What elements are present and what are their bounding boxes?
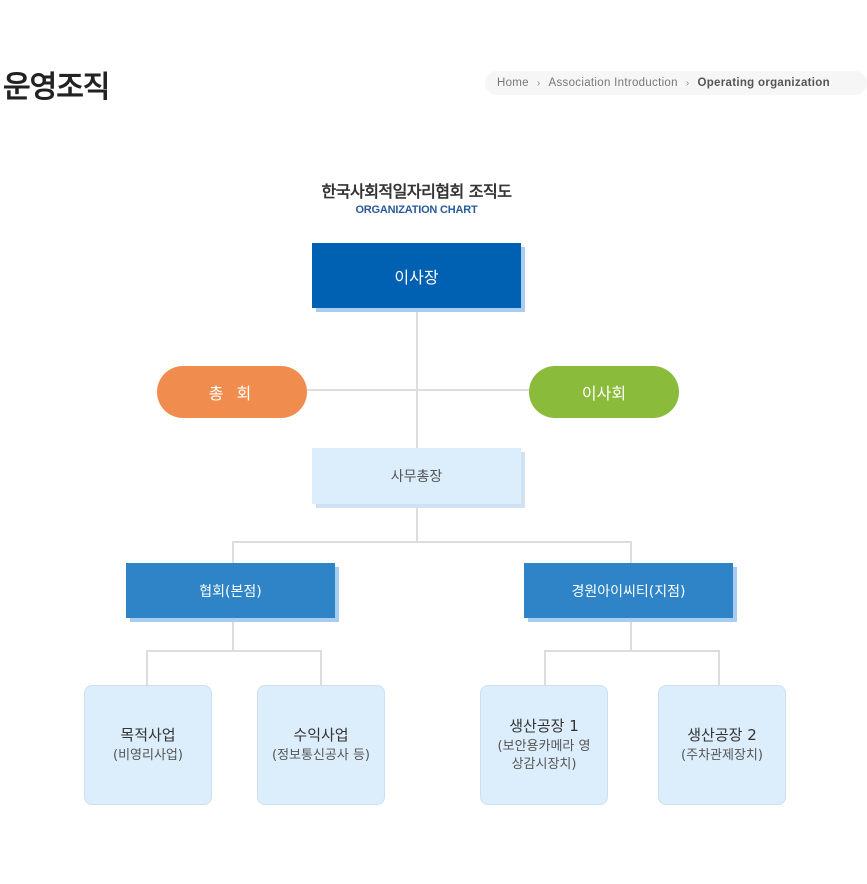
org-node-hq: 협회(본점)	[126, 563, 335, 618]
connector-hq-up	[232, 541, 234, 563]
org-node-ceo-label: 이사장	[394, 267, 439, 287]
org-node-secretary-general-label: 사무총장	[390, 469, 443, 485]
org-node-ceo: 이사장	[312, 243, 521, 308]
chevron-right-icon: ›	[536, 77, 541, 89]
org-node-board-label: 이사회	[581, 384, 627, 403]
org-chart-title: 한국사회적일자리협회 조직도	[321, 182, 512, 201]
org-node-unit-detail: (정보통신공사 등)	[272, 748, 370, 763]
org-node-unit-name: 목적사업	[120, 726, 176, 744]
org-node-unit: 목적사업 (비영리사업)	[84, 685, 212, 805]
org-node-branch-label: 경원아이씨티(지점)	[571, 583, 686, 600]
connector-ceo-secretary	[416, 308, 418, 448]
org-node-unit-detail: (주차관제장치)	[681, 748, 763, 763]
connector-hq-units	[146, 650, 322, 652]
org-chart-subtitle: ORGANIZATION CHART	[355, 204, 478, 216]
connector-kw-down	[630, 618, 632, 650]
org-node-unit-name: 생산공장 2	[687, 726, 757, 744]
org-node-unit-name: 생산공장 1	[509, 717, 579, 735]
breadcrumb-current: Operating organization	[697, 77, 830, 89]
org-node-unit-detail: (보안용카메라 영상감시장치)	[497, 739, 591, 772]
connector-branch-horizontal	[232, 541, 632, 543]
org-node-unit-name: 수익사업	[293, 726, 349, 744]
org-node-hq-label: 협회(본점)	[199, 583, 262, 600]
connector-secretary-down	[416, 504, 418, 541]
breadcrumb: Home › Association Introduction › Operat…	[485, 71, 867, 95]
breadcrumb-parent-link[interactable]: Association Introduction	[548, 77, 678, 89]
page-title: 운영조직	[3, 70, 110, 105]
connector-kw-units	[544, 650, 720, 652]
org-node-branch: 경원아이씨티(지점)	[524, 563, 733, 618]
org-node-unit: 생산공장 1 (보안용카메라 영상감시장치)	[480, 685, 608, 805]
connector-unit3-up	[544, 650, 546, 685]
org-node-unit: 수익사업 (정보통신공사 등)	[257, 685, 385, 805]
org-node-general-assembly-label: 총 회	[208, 384, 256, 403]
connector-unit2-up	[320, 650, 322, 685]
org-node-unit-detail: (비영리사업)	[113, 748, 183, 763]
org-node-unit: 생산공장 2 (주차관제장치)	[658, 685, 786, 805]
chevron-right-icon: ›	[685, 77, 690, 89]
connector-unit1-up	[146, 650, 148, 685]
connector-unit4-up	[718, 650, 720, 685]
org-node-secretary-general: 사무총장	[312, 448, 521, 504]
breadcrumb-home-link[interactable]: Home	[497, 77, 529, 89]
org-node-board: 이사회	[529, 366, 679, 418]
connector-assembly-board	[307, 389, 529, 391]
org-node-general-assembly: 총 회	[157, 366, 307, 418]
connector-kw-up	[630, 541, 632, 563]
connector-hq-down	[232, 618, 234, 650]
